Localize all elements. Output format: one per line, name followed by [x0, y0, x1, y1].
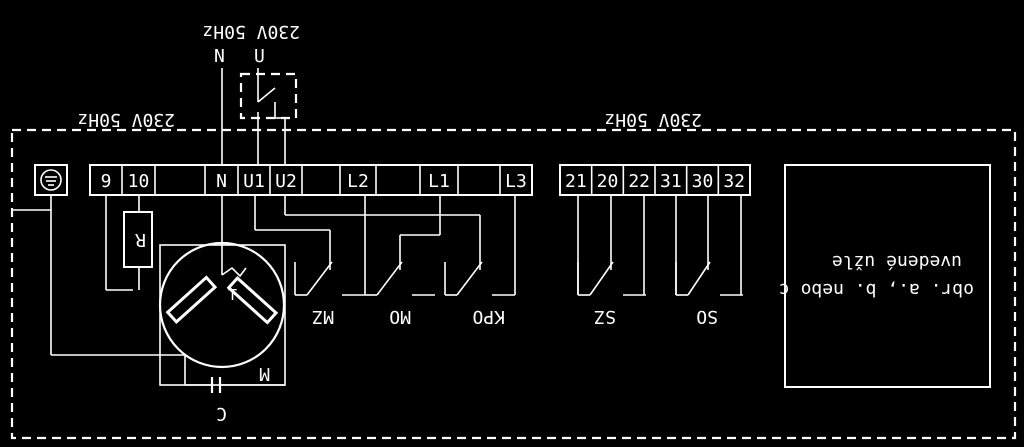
thermal-label: T	[228, 286, 237, 304]
resistor-r	[123, 211, 153, 268]
switch-mo	[364, 261, 435, 296]
capacitor-label: C	[216, 403, 227, 424]
terminal-N: N	[216, 171, 227, 192]
terminal-L3: L3	[505, 171, 527, 192]
switch-sz	[577, 261, 646, 296]
terminal-20: 20	[597, 171, 619, 192]
external-switch-box	[239, 72, 298, 120]
terminal-31: 31	[660, 171, 682, 192]
terminal-9: 9	[101, 171, 112, 192]
switch-so	[675, 261, 743, 296]
terminal-21: 21	[565, 171, 587, 192]
left-supply-voltage: 230V 50Hz	[77, 109, 175, 130]
resistor-label: R	[135, 229, 146, 250]
switch-mz	[294, 261, 365, 296]
switch-label-kpo: KPO	[472, 306, 505, 327]
note-box	[784, 164, 991, 388]
right-supply-voltage: 230V 50Hz	[604, 109, 702, 130]
terminal-strip-left	[89, 164, 533, 196]
terminal-U1: U1	[243, 171, 265, 192]
motor-label: M	[259, 363, 270, 384]
top-supply-n-label: N	[214, 46, 225, 67]
terminal-L2: L2	[347, 171, 369, 192]
terminal-L1: L1	[428, 171, 450, 192]
motor-winding-left	[165, 275, 218, 325]
switch-label-mo: MO	[389, 306, 411, 327]
motor-winding-right	[226, 275, 279, 325]
terminal-U2: U2	[275, 171, 297, 192]
terminal-10: 10	[128, 171, 150, 192]
terminal-30: 30	[692, 171, 714, 192]
switch-label-mz: MZ	[312, 306, 334, 327]
switch-label-so: SO	[696, 306, 718, 327]
switch-kpo	[444, 261, 515, 296]
terminal-22: 22	[628, 171, 650, 192]
terminal-32: 32	[723, 171, 745, 192]
switch-label-sz: SZ	[594, 306, 616, 327]
earth-terminal	[34, 164, 68, 196]
note-line-2: obr. a., b. nebo c	[779, 279, 974, 300]
enclosure-outline	[10, 128, 1017, 440]
note-line-1: uvedené užle	[832, 251, 962, 272]
thermal-switch	[221, 266, 247, 278]
top-supply-voltage: 230V 50Hz	[202, 21, 300, 42]
top-supply-u-label: U	[254, 46, 265, 67]
